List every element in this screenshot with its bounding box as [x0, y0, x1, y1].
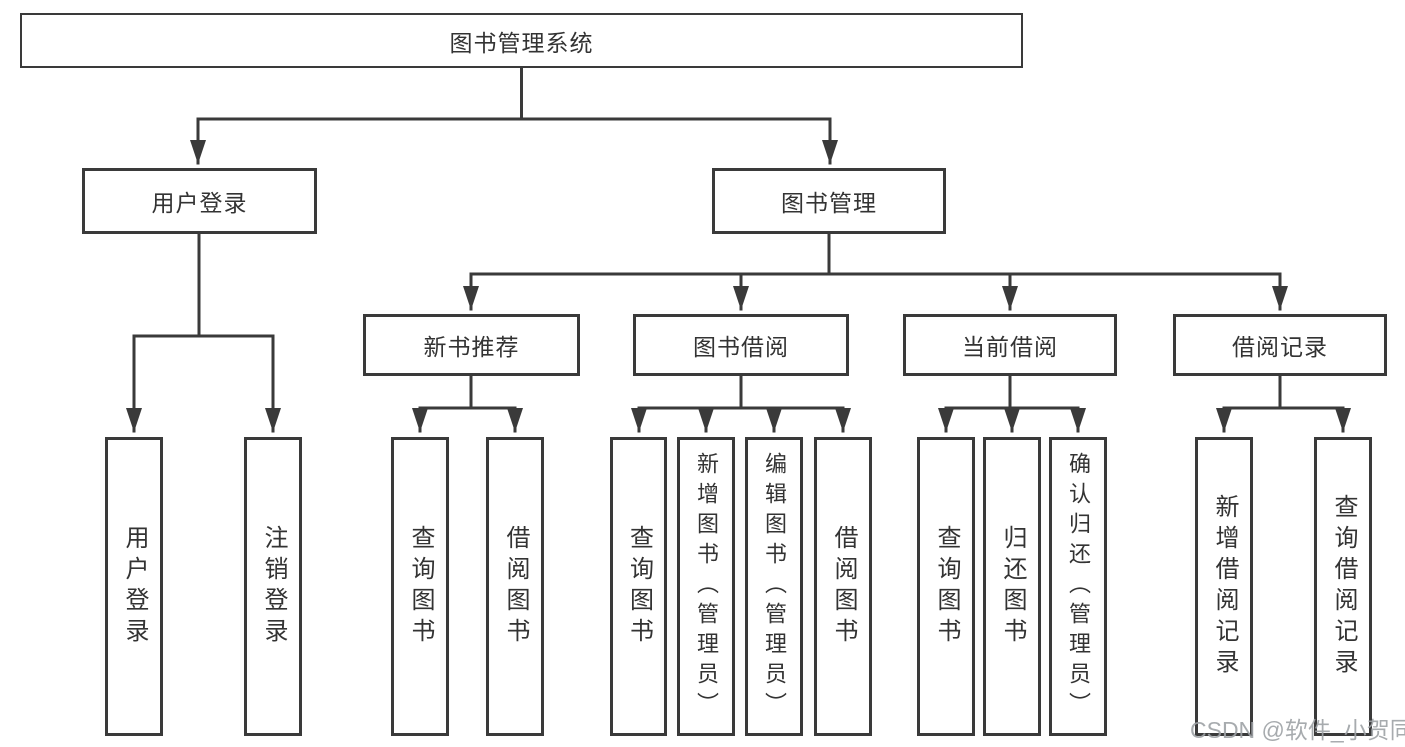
node-label: 图书借阅 [693, 334, 789, 360]
node-borrow-record: 借阅记录 [1173, 314, 1387, 376]
node-label: 查询图书 [407, 524, 434, 649]
node-new-book-recommend: 新书推荐 [363, 314, 580, 376]
leaf-query-books: 查询图书 [391, 437, 449, 736]
node-label: 确认归还（管理员） [1066, 451, 1091, 722]
node-book-borrow: 图书借阅 [633, 314, 849, 376]
node-label: 新增借阅记录 [1211, 493, 1238, 680]
leaf-logout: 注销登录 [244, 437, 302, 736]
leaf-borrow-books: 借阅图书 [814, 437, 872, 736]
node-label: 图书管理系统 [449, 29, 594, 56]
node-label: 图书管理 [781, 190, 877, 216]
node-current-borrow: 当前借阅 [903, 314, 1117, 376]
node-label: 归还图书 [999, 524, 1026, 649]
node-label: 查询图书 [933, 524, 960, 649]
node-label: 新增图书（管理员） [694, 451, 719, 722]
node-label: 用户登录 [151, 190, 248, 216]
node-label: 查询借阅记录 [1330, 493, 1357, 680]
leaf-query-books: 查询图书 [610, 437, 667, 736]
node-user-login: 用户登录 [82, 168, 317, 234]
node-label: 新书推荐 [423, 334, 520, 360]
leaf-add-borrow-record: 新增借阅记录 [1195, 437, 1253, 736]
leaf-return-books: 归还图书 [983, 437, 1041, 736]
node-label: 借阅图书 [502, 524, 529, 649]
node-label: 查询图书 [625, 524, 653, 649]
leaf-confirm-return-admin: 确认归还（管理员） [1049, 437, 1107, 736]
node-library-management-system: 图书管理系统 [20, 13, 1023, 68]
csdn-watermark: CSDN @软件_小贺同学 [1190, 717, 1405, 743]
node-label: 借阅记录 [1232, 334, 1328, 360]
node-label: 用户登录 [121, 524, 148, 649]
node-label: 注销登录 [260, 524, 287, 649]
node-book-management: 图书管理 [712, 168, 946, 234]
node-label: 当前借阅 [962, 334, 1058, 360]
node-label: 编辑图书（管理员） [762, 451, 787, 722]
leaf-add-books-admin: 新增图书（管理员） [677, 437, 735, 736]
leaf-query-borrow-record: 查询借阅记录 [1314, 437, 1372, 736]
leaf-query-books: 查询图书 [917, 437, 975, 736]
leaf-edit-books-admin: 编辑图书（管理员） [745, 437, 803, 736]
leaf-user-login: 用户登录 [105, 437, 163, 736]
leaf-borrow-books: 借阅图书 [486, 437, 544, 736]
node-label: 借阅图书 [830, 524, 857, 649]
